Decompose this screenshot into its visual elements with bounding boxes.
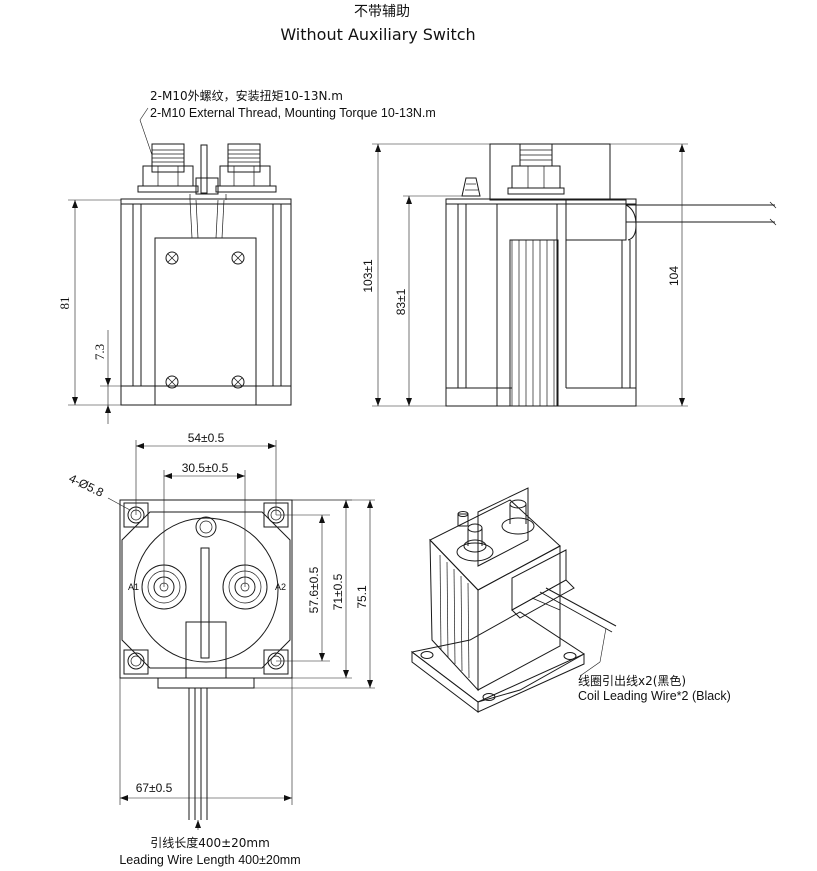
mounting-hole xyxy=(123,649,149,675)
dim-front-base: 7.3 xyxy=(92,344,107,360)
top-view: A1 A2 54±0.5 30.5±0.5 4-Ø5.8 xyxy=(67,431,375,830)
title-cn: 不带辅助 xyxy=(354,4,410,20)
front-body xyxy=(120,198,292,406)
right-stud xyxy=(215,143,277,193)
screw-icon xyxy=(165,251,179,265)
side-body xyxy=(445,198,637,407)
coil-note-en: Coil Leading Wire*2 (Black) xyxy=(578,689,731,703)
side-view: 103±1 83±1 104 xyxy=(361,143,777,407)
dim-side-coil: 104 xyxy=(667,266,681,286)
front-view: 81 7.3 xyxy=(57,143,292,424)
dim-wire-offset: 67±0.5 xyxy=(136,781,173,795)
thread-note-cn: 2-M10外螺纹，安装扭矩10-13N.m xyxy=(150,88,343,103)
dim-holes: 4-Ø5.8 xyxy=(67,471,106,500)
dim-side-body: 83±1 xyxy=(394,288,408,315)
dim-front-height: 81 xyxy=(57,297,72,310)
coil-note-cn: 线圈引出线x2(黑色) xyxy=(578,674,686,688)
thread-leader xyxy=(139,119,153,156)
dim-side-total: 103±1 xyxy=(361,259,375,293)
left-stud xyxy=(137,143,199,193)
dim-top-v2: 71±0.5 xyxy=(331,573,345,610)
screw-icon xyxy=(165,375,179,389)
thread-note-en: 2-M10 External Thread, Mounting Torque 1… xyxy=(150,106,436,120)
dim-top-v1: 57.6±0.5 xyxy=(307,566,321,613)
screw-icon xyxy=(231,375,245,389)
front-plate xyxy=(154,237,257,406)
terminal-mark-right: A2 xyxy=(275,582,286,592)
title-en: Without Auxiliary Switch xyxy=(280,25,475,44)
dim-top-width: 54±0.5 xyxy=(188,431,225,445)
dim-top-pitch: 30.5±0.5 xyxy=(182,461,229,475)
wire-note-cn: 引线长度400±20mm xyxy=(150,835,270,850)
isometric-view xyxy=(410,487,617,714)
terminal-mark-left: A1 xyxy=(128,582,139,592)
dim-top-v3: 75.1 xyxy=(355,585,369,609)
wire-note-en: Leading Wire Length 400±20mm xyxy=(119,853,300,867)
screw-icon xyxy=(231,251,245,265)
